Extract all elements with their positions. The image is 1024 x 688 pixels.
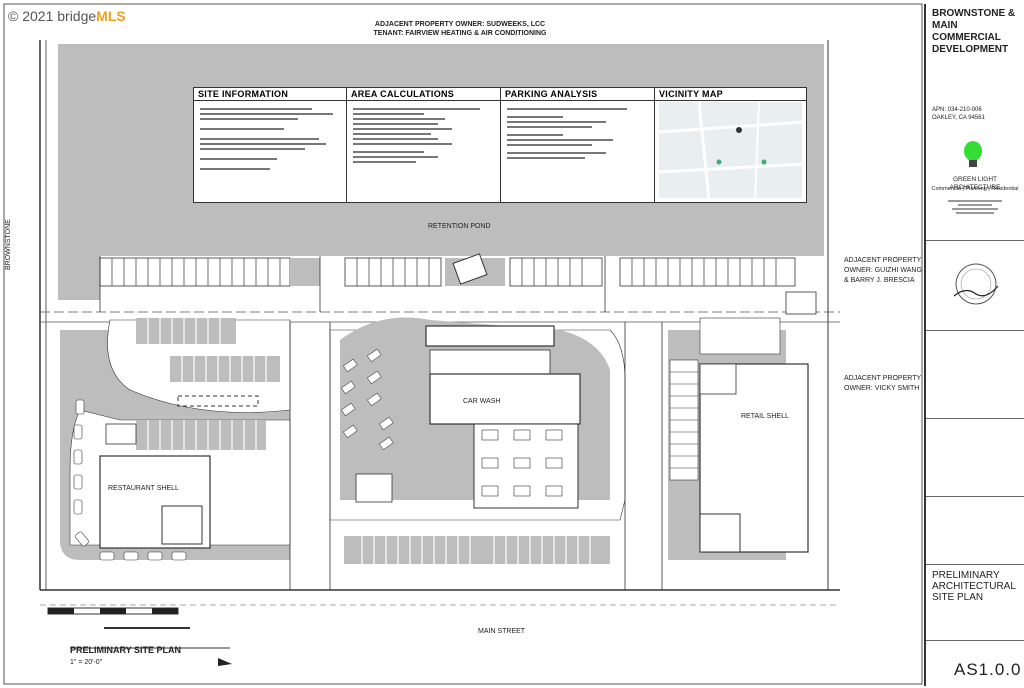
adjacent-east-line-3: & BARRY J. BRESCIA xyxy=(844,277,915,284)
scale-bar xyxy=(47,607,232,666)
main-street-label: MAIN STREET xyxy=(478,628,526,635)
car-wash-building xyxy=(429,373,581,425)
architect-seal xyxy=(953,263,999,305)
parking-analysis-panel: PARKING ANALYSIS xyxy=(500,87,655,203)
sheet-number: AS1.0.0 xyxy=(954,660,1022,679)
vicinity-map-pin xyxy=(736,127,742,133)
firm-address xyxy=(928,198,1022,216)
adjacent-east-line-1: ADJACENT PROPERTY xyxy=(844,257,922,264)
adjacent-owner-east-bottom: ADJACENT PROPERTY OWNER: VICKY SMITH xyxy=(844,374,921,394)
adjacent-owner-header: ADJACENT PROPERTY OWNER: SUDWEEKS, LCC T… xyxy=(300,20,620,38)
title-block: BROWNSTONE & MAIN COMMERCIAL DEVELOPMENT… xyxy=(924,4,1024,686)
parking-analysis-title: PARKING ANALYSIS xyxy=(501,88,654,101)
plan-title: PRELIMINARY SITE PLAN xyxy=(70,645,182,655)
sheet-title-line-1: PRELIMINARY xyxy=(932,570,1000,581)
tenant-north: TENANT: FAIRVIEW HEATING & AIR CONDITION… xyxy=(373,30,547,37)
watermark-brand: MLS xyxy=(96,8,126,24)
plan-scale: 1" = 20'-0" xyxy=(70,659,103,666)
project-name-line-3: DEVELOPMENT xyxy=(932,44,1009,55)
retention-pond-label: RETENTION POND xyxy=(428,223,491,230)
project-location: APN: 034-210-006 OAKLEY, CA 94561 xyxy=(932,106,1022,122)
light-bulb-icon xyxy=(964,141,982,167)
retail-shell-label: RETAIL SHELL xyxy=(741,413,789,420)
area-calculations-panel: AREA CALCULATIONS xyxy=(346,87,501,203)
restaurant-lot xyxy=(60,318,291,561)
bridgemls-watermark: © 2021 bridgeMLS xyxy=(8,8,126,24)
firm-name: GREEN LIGHT ARCHITECTURE xyxy=(949,176,1001,191)
adjacent-owner-east-top: ADJACENT PROPERTY OWNER: GUIZHI WANG & B… xyxy=(844,256,922,286)
adjacent-east-line-2: OWNER: GUIZHI WANG xyxy=(844,267,922,274)
sheet-title-line-2: ARCHITECTURAL xyxy=(932,581,1016,592)
vicinity-map-panel: VICINITY MAP xyxy=(654,87,807,203)
sheet-title-line-3: SITE PLAN xyxy=(932,592,984,603)
project-name: BROWNSTONE & MAIN COMMERCIAL DEVELOPMENT xyxy=(932,8,1022,56)
retail-lot xyxy=(668,291,817,560)
project-city: OAKLEY, CA 94561 xyxy=(932,115,985,121)
car-wash-label: CAR WASH xyxy=(463,398,501,405)
vicinity-map-image xyxy=(658,101,805,201)
vicinity-map-title: VICINITY MAP xyxy=(655,88,806,101)
project-name-line-2: COMMERCIAL xyxy=(932,32,1001,43)
brownstone-street-label: BROWNSTONE xyxy=(5,219,12,270)
north-parking-row xyxy=(99,253,796,287)
sheet-title: PRELIMINARY ARCHITECTURAL SITE PLAN xyxy=(932,570,1022,603)
watermark-copyright: © 2021 bridge xyxy=(8,8,97,24)
area-calculations-title: AREA CALCULATIONS xyxy=(347,88,500,101)
adjacent-east-b-line-1: ADJACENT PROPERTY xyxy=(844,375,922,382)
restaurant-shell-label: RESTAURANT SHELL xyxy=(108,485,179,492)
site-plan-drawing xyxy=(3,3,923,685)
site-information-title: SITE INFORMATION xyxy=(194,88,346,101)
site-information-panel: SITE INFORMATION xyxy=(193,87,347,203)
adjacent-east-b-line-2: OWNER: VICKY SMITH xyxy=(844,385,920,392)
vicinity-map-roads xyxy=(658,101,805,201)
adjacent-owner-north: ADJACENT PROPERTY OWNER: SUDWEEKS, LCC xyxy=(374,21,546,28)
project-name-line-1: BROWNSTONE & MAIN xyxy=(932,8,1016,31)
car-wash-lot xyxy=(329,317,626,564)
apn-number: APN: 034-210-006 xyxy=(932,107,982,113)
firm-services: Commercial | Planning | Residential xyxy=(931,186,1019,192)
